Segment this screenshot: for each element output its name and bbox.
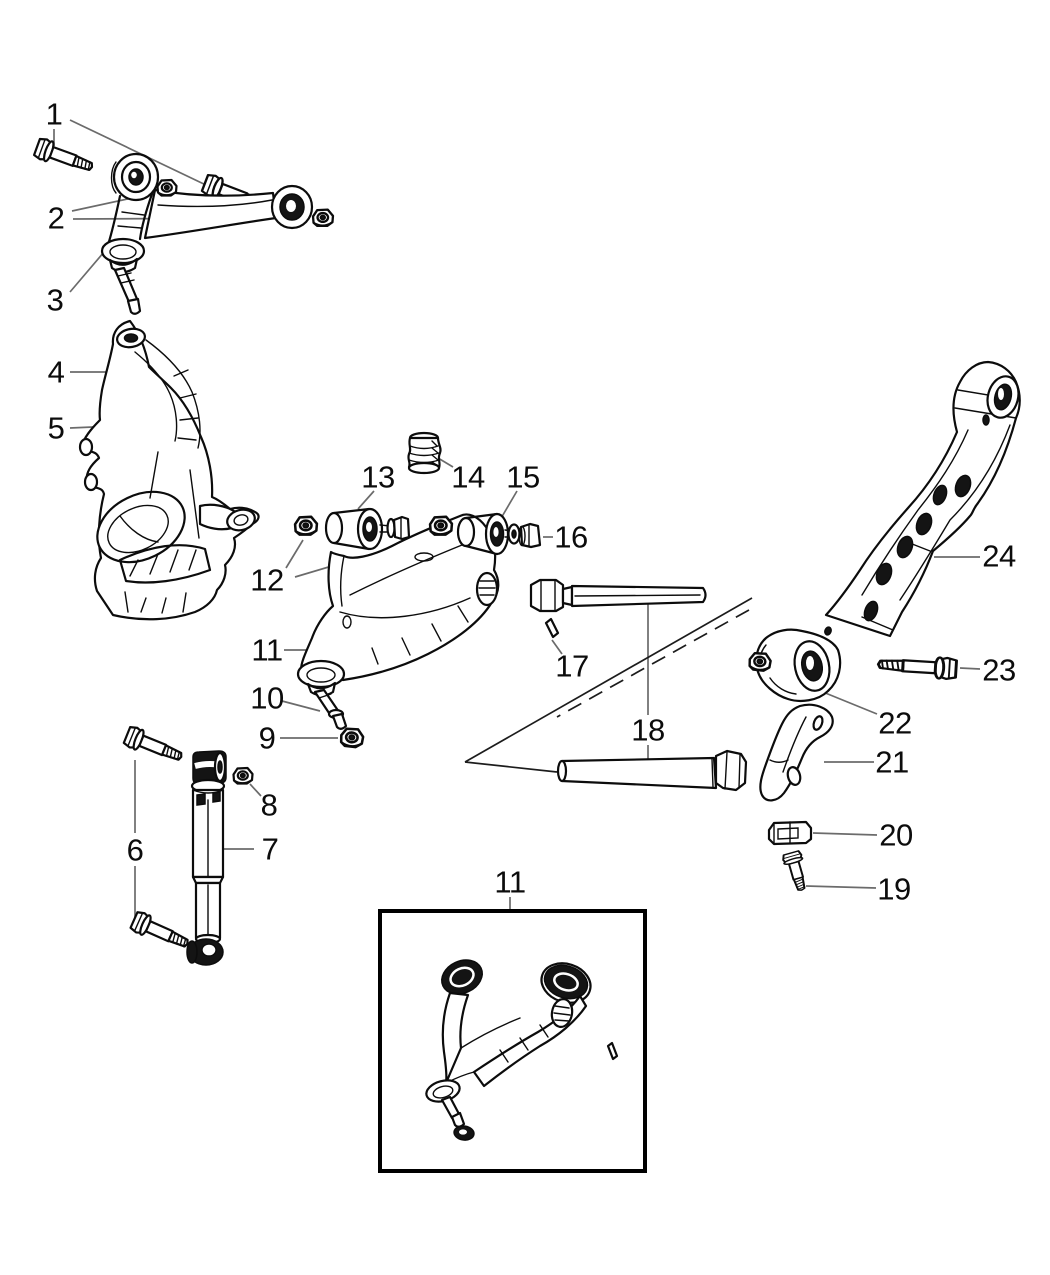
part-lower-control-arm-inset xyxy=(425,959,619,1141)
part-steering-knuckle xyxy=(78,319,260,621)
callout-24: 24 xyxy=(982,538,1016,574)
alignment-lines xyxy=(464,597,753,773)
part-support-rod-upper xyxy=(529,578,707,613)
callout-15: 15 xyxy=(506,459,540,495)
part-nut-12b xyxy=(428,515,454,536)
callout-17: 17 xyxy=(555,648,589,684)
callout-19: 19 xyxy=(877,871,911,907)
part-support-rod-lower xyxy=(556,749,748,792)
callout-4: 4 xyxy=(47,354,65,390)
part-nut-8 xyxy=(232,766,254,785)
part-spacer-block xyxy=(767,820,813,846)
callout-11-inset: 11 xyxy=(494,864,526,900)
part-nut-9 xyxy=(338,726,366,749)
callout-7: 7 xyxy=(261,831,279,867)
part-upper-control-arm xyxy=(100,152,314,315)
part-bolt-1a xyxy=(32,136,97,178)
callout-8: 8 xyxy=(260,787,278,823)
callout-11: 11 xyxy=(251,632,283,668)
callout-23: 23 xyxy=(982,652,1016,688)
part-nut-22 xyxy=(747,650,773,673)
callout-21: 21 xyxy=(875,744,909,780)
part-roll-pin xyxy=(544,617,560,639)
part-bolt-6b xyxy=(128,909,193,955)
callout-5: 5 xyxy=(47,410,65,446)
part-trailing-arm xyxy=(755,360,1021,702)
callout-10: 10 xyxy=(250,680,284,716)
part-shock-absorber xyxy=(186,750,227,966)
callout-13: 13 xyxy=(361,459,395,495)
part-mounting-bracket xyxy=(759,703,834,802)
callout-20: 20 xyxy=(879,817,913,853)
callout-6: 6 xyxy=(126,832,144,868)
part-nut-2b xyxy=(311,208,335,228)
part-lower-control-arm xyxy=(296,507,542,730)
callout-16: 16 xyxy=(554,519,588,555)
callout-2: 2 xyxy=(47,200,65,236)
callout-9: 9 xyxy=(258,720,276,756)
callout-3: 3 xyxy=(46,282,64,318)
part-nut-2a xyxy=(156,178,178,197)
inset-roll-pin xyxy=(606,1041,619,1061)
part-nut-12a xyxy=(293,515,319,536)
callout-12: 12 xyxy=(250,562,284,598)
part-jounce-bumper xyxy=(407,431,442,475)
callout-18: 18 xyxy=(631,712,665,748)
callout-22: 22 xyxy=(878,705,912,741)
callout-14: 14 xyxy=(451,459,485,495)
inset-box xyxy=(378,909,647,1173)
part-bolt-6a xyxy=(121,724,187,768)
callout-1: 1 xyxy=(45,96,63,132)
part-bolt-23 xyxy=(876,652,959,681)
